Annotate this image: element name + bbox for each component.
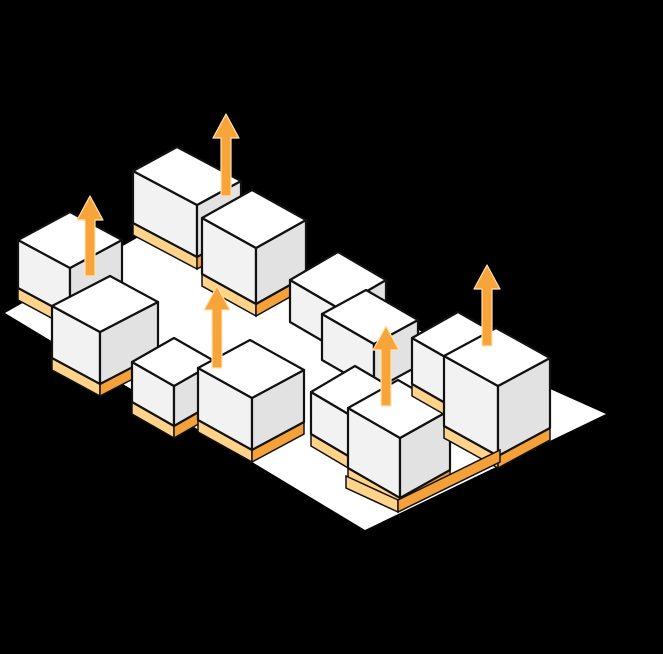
- house-top-center: [131, 145, 308, 318]
- house-top-left: [16, 210, 160, 398]
- ground-plane: [5, 222, 606, 530]
- house-roof: [320, 288, 420, 346]
- raise-arrow-icon-right: [473, 264, 501, 347]
- elevated-plinth: [397, 448, 501, 514]
- house-block-front: [346, 378, 452, 512]
- raise-arrow-icon-top-center: [212, 113, 240, 197]
- house-roof: [50, 274, 160, 334]
- house-block-back: [130, 336, 218, 440]
- elevated-plinth-base: [345, 448, 501, 514]
- house-block-front: [442, 326, 552, 470]
- house-roof: [16, 210, 124, 270]
- raise-arrow-icon-lower-right: [372, 325, 400, 407]
- raise-arrow-icon-top-left: [76, 195, 104, 277]
- house-lower-left: [130, 336, 306, 464]
- house-center-right: [288, 250, 420, 392]
- house-roof: [442, 326, 552, 388]
- raise-arrow-icon-center: [203, 285, 231, 369]
- house-lower-center: [309, 364, 452, 512]
- house-block-front: [50, 274, 160, 398]
- house-block-front: [200, 188, 308, 318]
- house-roof: [130, 336, 218, 388]
- house-roof: [200, 188, 308, 250]
- house-right: [410, 310, 552, 470]
- house-roof: [131, 145, 243, 207]
